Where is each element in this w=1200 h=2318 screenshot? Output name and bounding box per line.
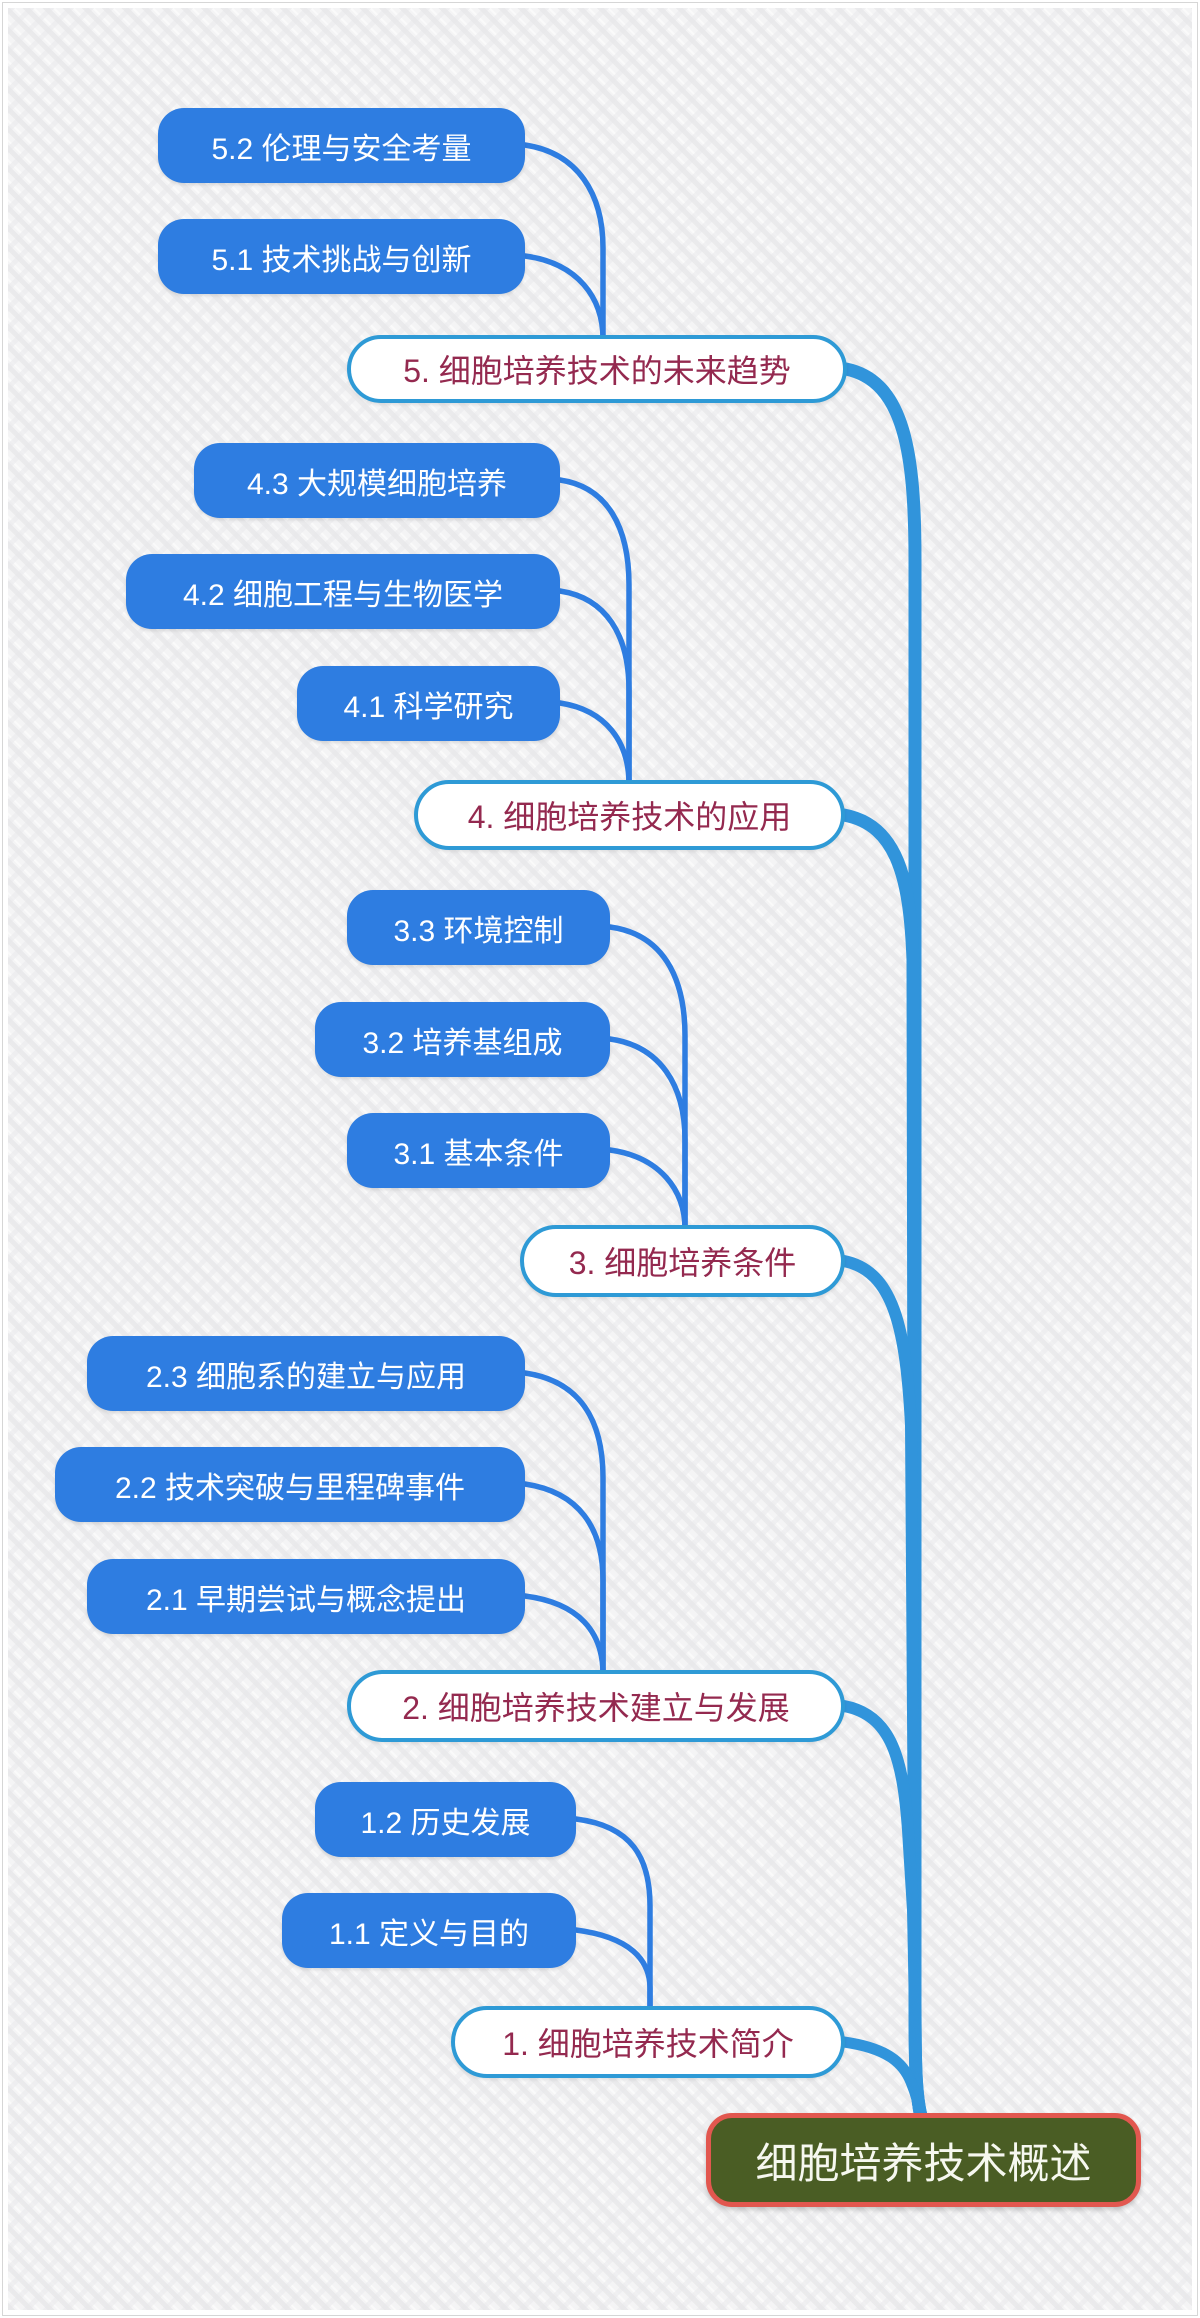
topic-2-1[interactable]: 2.1 早期尝试与概念提出 — [87, 1559, 525, 1634]
topic-4-1[interactable]: 4.1 科学研究 — [297, 666, 560, 741]
connector-child-3-2 — [607, 1036, 688, 1232]
topic-3-3[interactable]: 3.3 环境控制 — [347, 890, 610, 965]
topic-2-3[interactable]: 2.3 细胞系的建立与应用 — [87, 1336, 525, 1411]
connector-child-4-3 — [557, 477, 632, 787]
connector-child-5-1 — [522, 253, 606, 342]
topic-4-3[interactable]: 4.3 大规模细胞培养 — [194, 443, 560, 518]
topic-2-2[interactable]: 2.2 技术突破与里程碑事件 — [55, 1447, 525, 1522]
topic-1-2[interactable]: 1.2 历史发展 — [315, 1782, 576, 1857]
branch-2[interactable]: 2. 细胞培养技术建立与发展 — [347, 1670, 845, 1742]
connector-child-5-2 — [522, 142, 606, 342]
connector-child-4-2 — [557, 588, 632, 787]
connector-branch-1 — [838, 2036, 926, 2122]
connector-child-2-1 — [522, 1593, 606, 1677]
topic-5-1[interactable]: 5.1 技术挑战与创新 — [158, 219, 525, 294]
topic-1-1[interactable]: 1.1 定义与目的 — [282, 1893, 576, 1968]
branch-3[interactable]: 3. 细胞培养条件 — [520, 1225, 845, 1297]
connector-child-1-2 — [573, 1816, 653, 2013]
branch-5[interactable]: 5. 细胞培养技术的未来趋势 — [347, 335, 847, 403]
topic-4-2[interactable]: 4.2 细胞工程与生物医学 — [126, 554, 560, 629]
topic-3-1[interactable]: 3.1 基本条件 — [347, 1113, 610, 1188]
connector-child-2-3 — [522, 1370, 606, 1677]
connector-child-4-1 — [557, 700, 632, 787]
topic-5-2[interactable]: 5.2 伦理与安全考量 — [158, 108, 525, 183]
connector-child-2-2 — [522, 1481, 606, 1677]
connector-child-3-3 — [607, 924, 688, 1232]
connector-child-3-1 — [607, 1147, 688, 1232]
topic-3-2[interactable]: 3.2 培养基组成 — [315, 1002, 610, 1077]
connector-child-1-1 — [573, 1927, 653, 2013]
root-node[interactable]: 细胞培养技术概述 — [706, 2113, 1141, 2207]
branch-4[interactable]: 4. 细胞培养技术的应用 — [414, 780, 845, 850]
branch-1[interactable]: 1. 细胞培养技术简介 — [451, 2006, 845, 2078]
